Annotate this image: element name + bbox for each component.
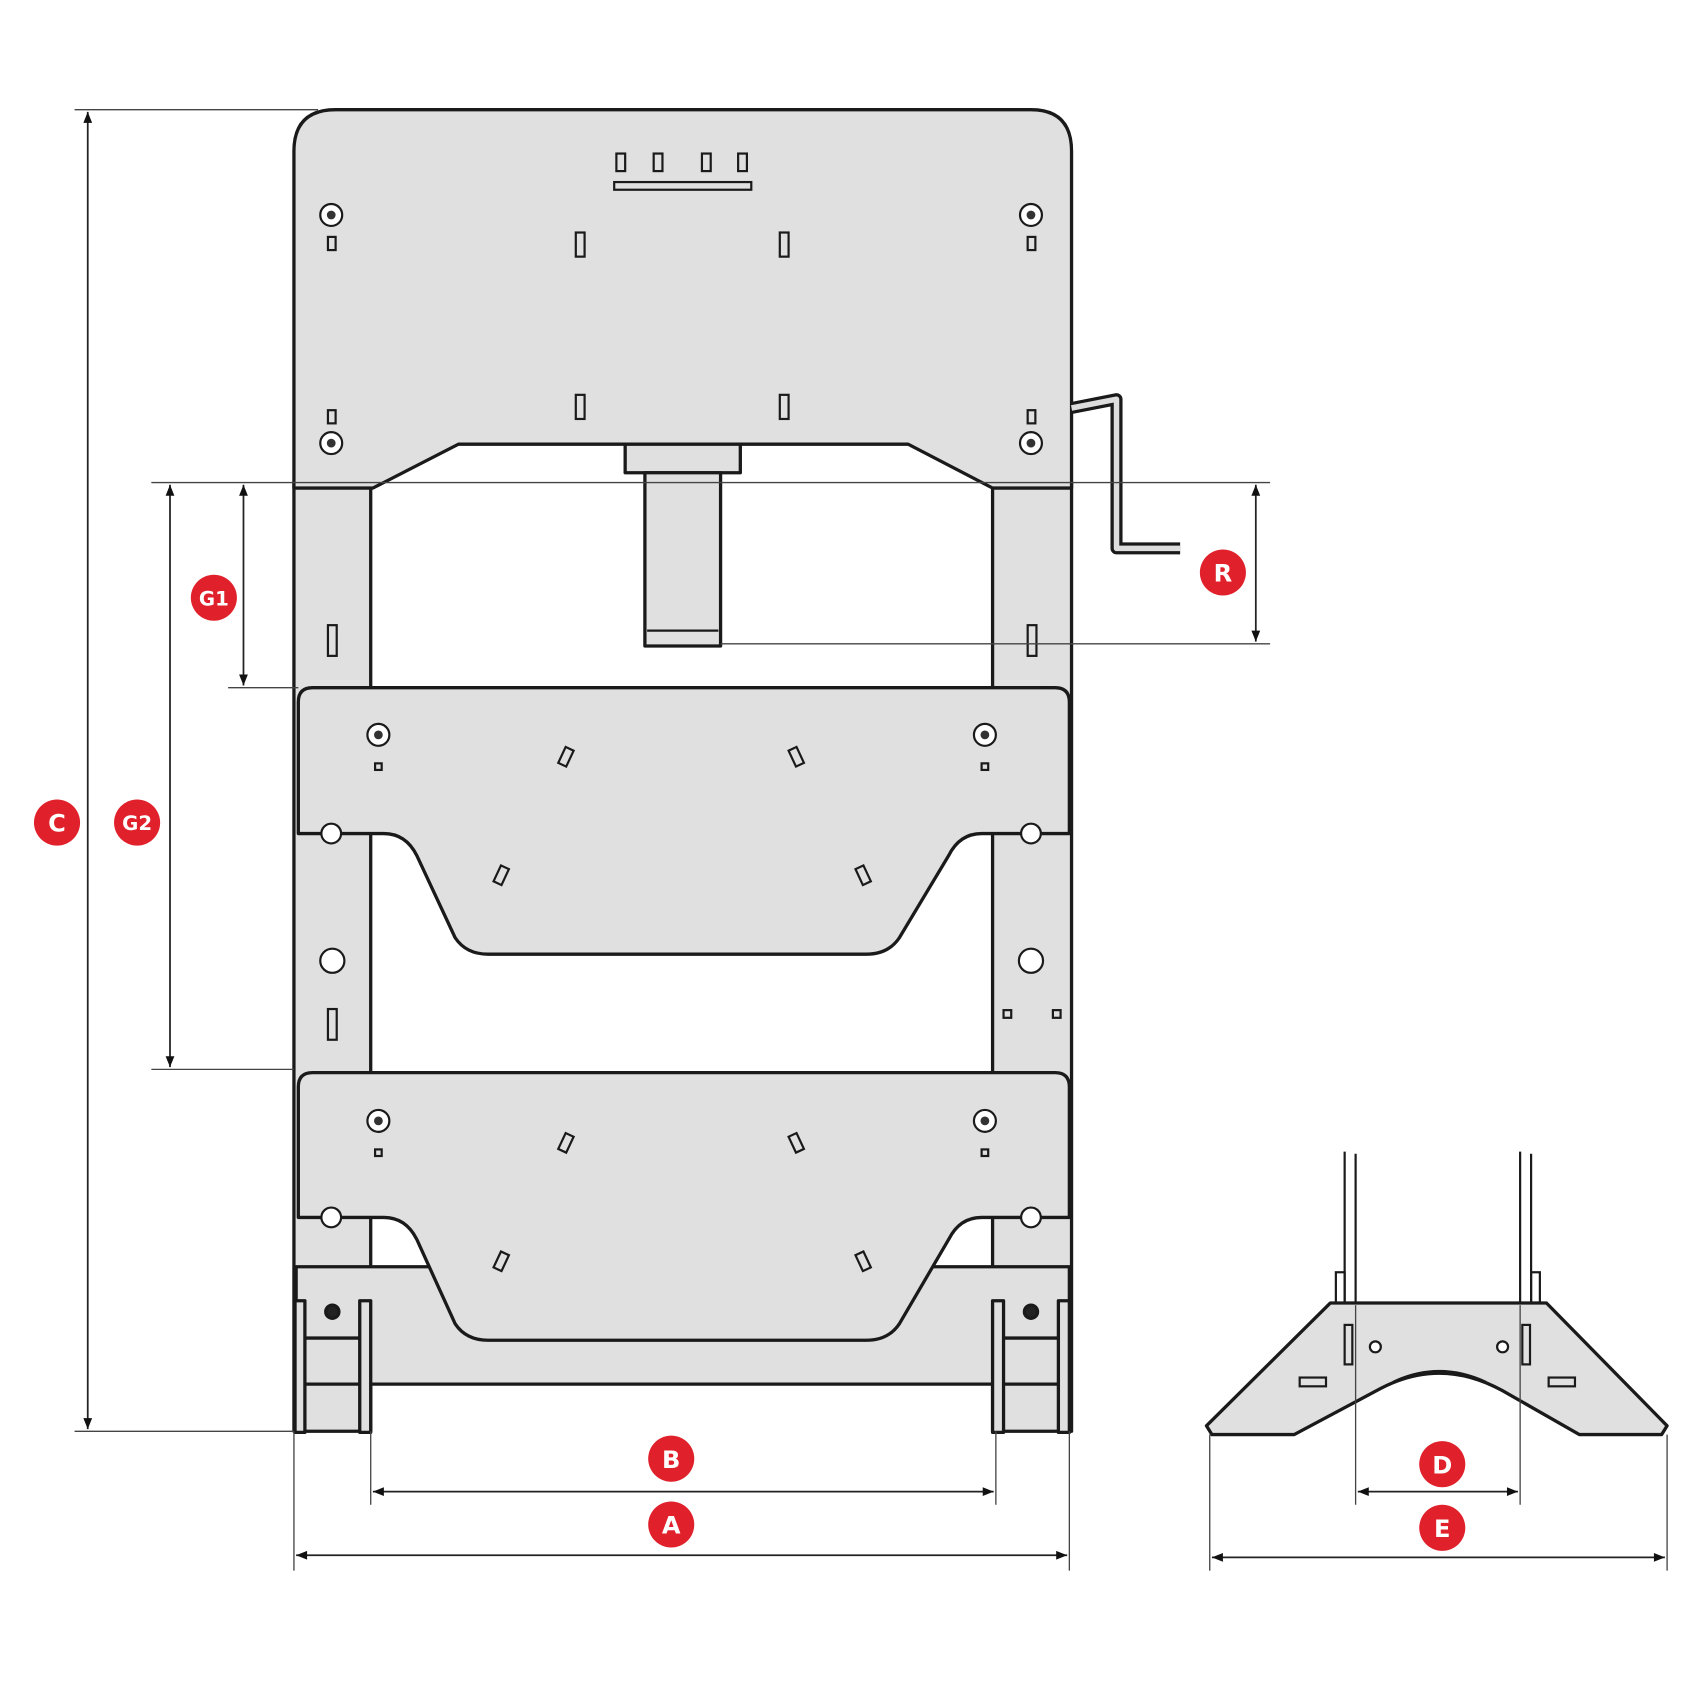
bolts bbox=[319, 202, 1045, 974]
ram bbox=[643, 471, 723, 648]
svg-text:E: E bbox=[1434, 1515, 1450, 1543]
press-bed-upper bbox=[296, 686, 1071, 956]
dimension-label-e: E bbox=[1419, 1504, 1466, 1551]
head-plate bbox=[292, 108, 1074, 490]
dimension-lines bbox=[74, 109, 1668, 1571]
svg-text:C: C bbox=[48, 810, 66, 838]
side-view bbox=[1204, 1151, 1669, 1437]
feet bbox=[293, 1299, 1071, 1435]
svg-text:D: D bbox=[1432, 1451, 1452, 1479]
dimension-label-g1: G1 bbox=[190, 574, 237, 621]
dimension-label-c: C bbox=[34, 799, 81, 846]
dimension-label-d: D bbox=[1419, 1441, 1466, 1488]
dimension-label-r: R bbox=[1199, 549, 1246, 596]
head-slots bbox=[326, 152, 1062, 1041]
cylinder-flange bbox=[623, 442, 742, 475]
svg-text:G2: G2 bbox=[122, 812, 152, 835]
svg-text:R: R bbox=[1214, 560, 1233, 588]
press-bed-lower bbox=[296, 1070, 1071, 1342]
dimension-label-g2: G2 bbox=[114, 799, 161, 846]
svg-text:G1: G1 bbox=[199, 587, 229, 610]
svg-text:A: A bbox=[662, 1512, 681, 1540]
crank-handle-icon bbox=[1070, 393, 1181, 555]
svg-text:B: B bbox=[662, 1446, 680, 1474]
front-view bbox=[292, 108, 1181, 1435]
dimension-label-b: B bbox=[648, 1435, 695, 1482]
dimension-label-a: A bbox=[648, 1501, 695, 1548]
